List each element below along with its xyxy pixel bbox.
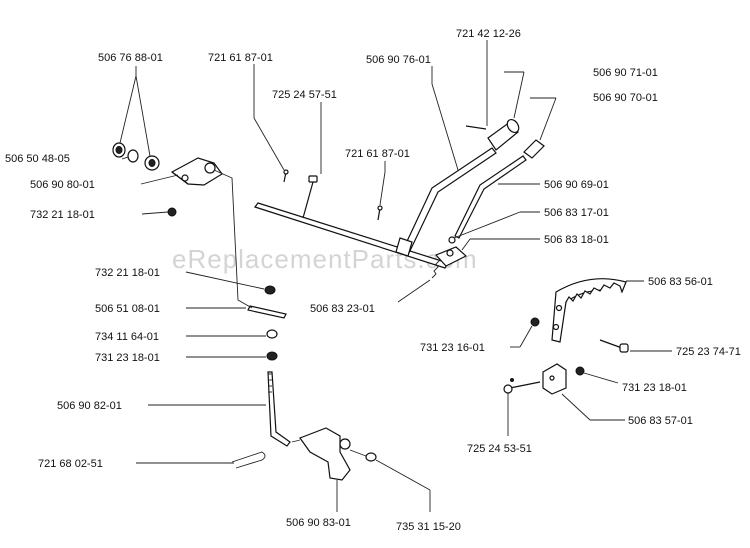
grip-pin [465,125,487,130]
label-725-24-53-51: 725 24 53-51 [467,443,532,455]
label-725-23-74-71: 725 23 74-71 [676,346,741,358]
label-506-51-08-01: 506 51 08-01 [95,303,160,315]
bolt-upper [302,175,318,219]
label-721-42-12-26: 721 42 12-26 [456,28,521,40]
pin-left [283,169,289,183]
label-731-23-18-01-a: 731 23 18-01 [95,352,160,364]
label-725-24-57-51: 725 24 57-51 [272,89,337,101]
block-pin [510,378,514,382]
stack-spacer [247,305,287,319]
stack-washer [266,329,278,339]
label-721-68-02-51: 721 68 02-51 [38,458,103,470]
bearing-right [144,155,160,171]
pivot-block [542,363,567,395]
release-rod [454,155,527,239]
stack-nut-2 [266,351,278,361]
label-721-61-87-01-a: 721 61 87-01 [208,52,273,64]
link-rod [267,371,291,447]
lever-grip [487,118,520,151]
label-732-21-18-01-b: 732 21 18-01 [95,267,160,279]
nut-upper [167,207,177,217]
bearing-left [112,142,126,158]
bolt-block [503,381,541,394]
nut-block [575,366,585,376]
label-734-11-64-01: 734 11 64-01 [95,331,159,343]
label-506-83-56-01: 506 83 56-01 [648,276,713,288]
nut-sector [530,317,540,327]
notched-sector [551,278,627,343]
label-506-76-88-01: 506 76 88-01 [98,52,163,64]
lever-plate [299,427,351,481]
label-506-83-17-01: 506 83 17-01 [544,207,609,219]
label-506-83-23-01: 506 83 23-01 [310,303,375,315]
label-506-83-57-01: 506 83 57-01 [628,415,693,427]
label-731-23-16-01: 731 23 16-01 [420,342,485,354]
label-506-90-70-01: 506 90 70-01 [593,92,658,104]
label-732-21-18-01-a: 732 21 18-01 [30,209,95,221]
leader-lines [119,40,672,512]
label-506-50-48-05: 506 50 48-05 [5,153,70,165]
label-506-83-18-01: 506 83 18-01 [544,234,609,246]
label-721-61-87-01-b: 721 61 87-01 [345,148,410,160]
hairpin-clip [231,451,266,469]
pivot-bracket [170,157,223,186]
plate-nut [365,452,377,462]
bolt-sector [599,339,629,353]
adjust-lever [395,147,497,257]
label-506-90-71-01: 506 90 71-01 [593,67,658,79]
assembly-guide-lines [213,169,367,457]
pin-right [377,205,383,221]
part-labels: 506 76 88-01 721 61 87-01 725 24 57-51 5… [5,28,741,533]
label-506-90-82-01: 506 90 82-01 [57,400,122,412]
label-506-90-69-01: 506 90 69-01 [544,179,609,191]
label-735-31-15-20: 735 31 15-20 [396,521,461,533]
label-731-23-18-01-b: 731 23 18-01 [622,382,687,394]
label-506-90-83-01: 506 90 83-01 [286,517,351,529]
release-knob [523,139,545,159]
bushing [127,149,139,163]
rod-clamp [434,236,468,267]
label-506-90-76-01: 506 90 76-01 [366,54,431,66]
nut-stack-1 [264,285,276,295]
label-506-90-80-01: 506 90 80-01 [30,179,95,191]
